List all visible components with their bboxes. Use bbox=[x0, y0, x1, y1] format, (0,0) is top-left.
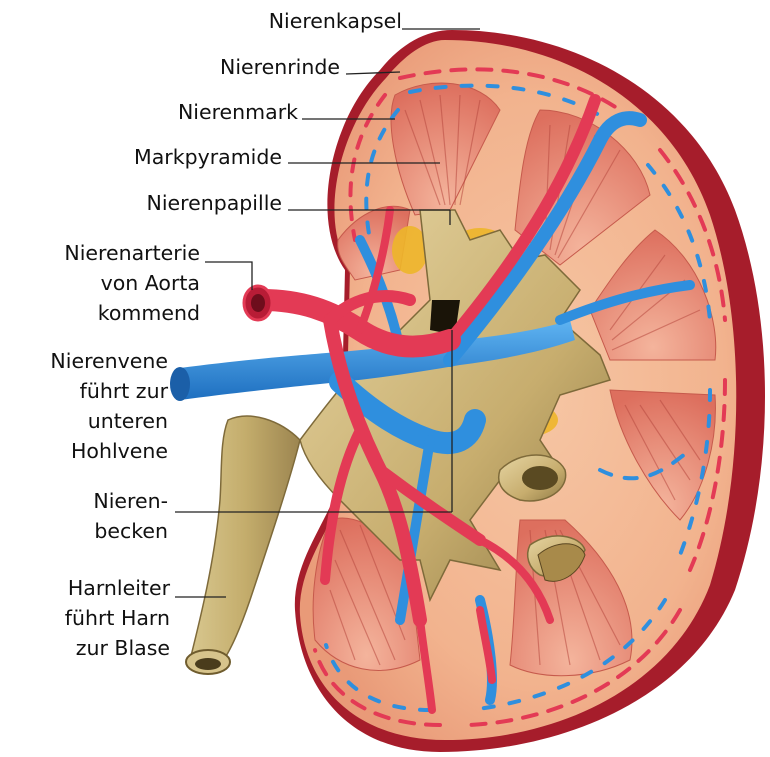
label-nierenarterie: Nierenarterie von Aorta kommend bbox=[20, 238, 200, 328]
label-nierenvene: Nierenvene führt zur unteren Hohlvene bbox=[0, 346, 168, 466]
label-nierenmark: Nierenmark bbox=[140, 97, 298, 127]
label-markpyramide: Markpyramide bbox=[100, 142, 282, 172]
label-nierenpapille: Nierenpapille bbox=[100, 188, 282, 218]
label-harnleiter: Harnleiter führt Harn zur Blase bbox=[20, 573, 170, 663]
label-nierenbecken: Nieren- becken bbox=[40, 486, 168, 546]
ureter bbox=[190, 416, 300, 665]
label-nierenkapsel: Nierenkapsel bbox=[230, 6, 402, 36]
label-nierenrinde: Nierenrinde bbox=[180, 52, 340, 82]
